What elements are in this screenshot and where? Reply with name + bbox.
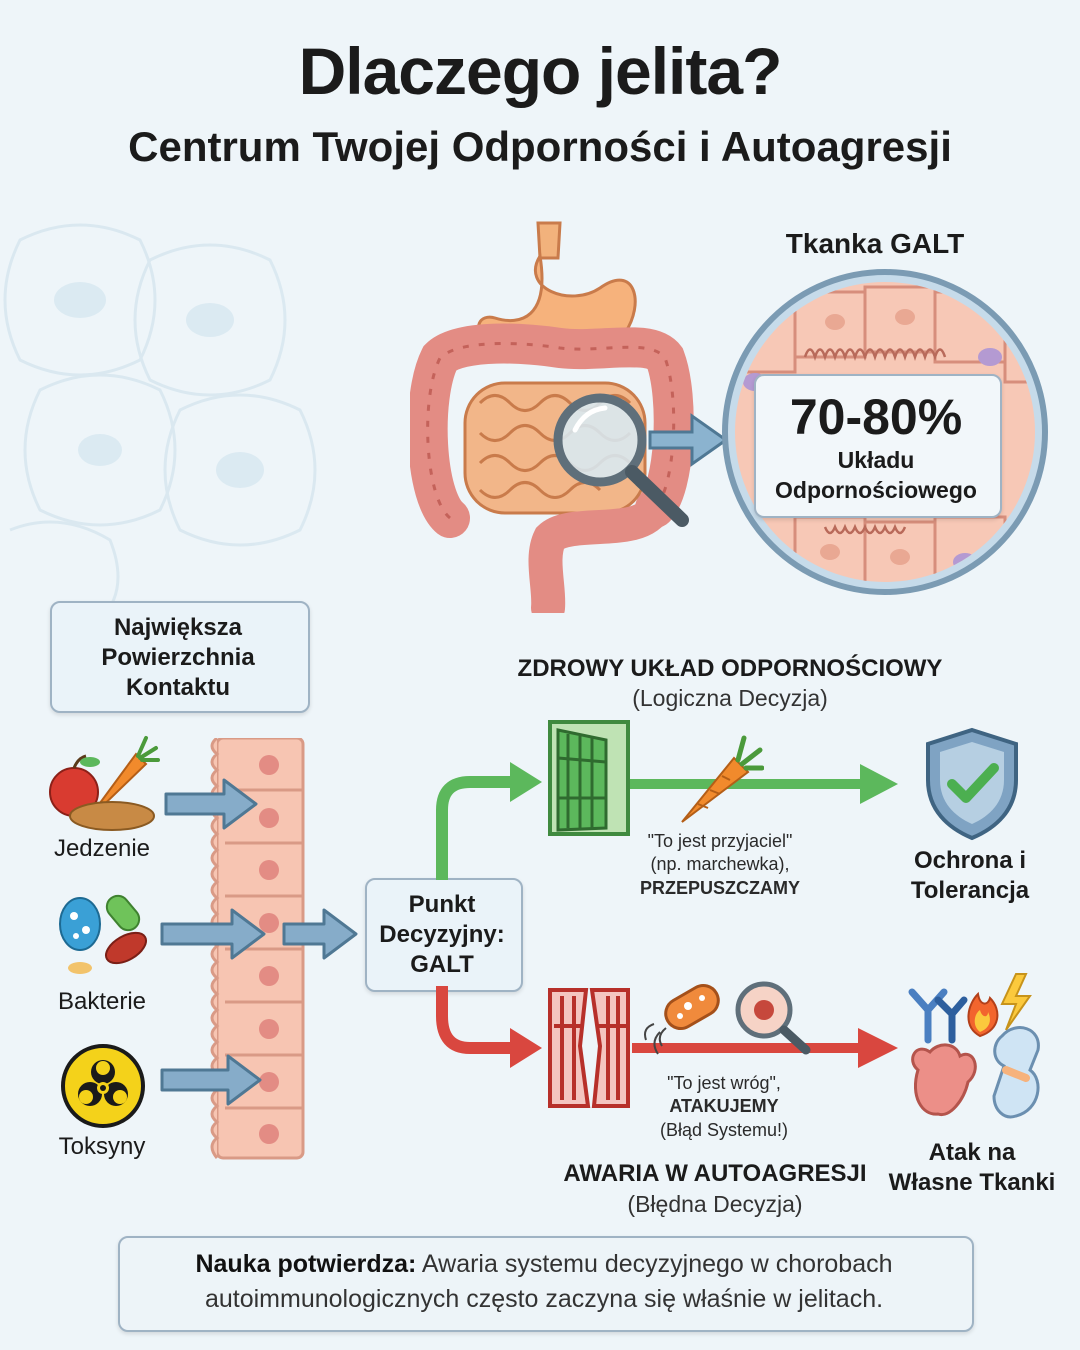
autoimmune-note-line3: (Błąd Systemu!)	[659, 1119, 789, 1140]
healthy-note-line3: PRZEPUSZCZAMY	[639, 877, 800, 898]
contact-surface-box	[50, 601, 310, 713]
bacteria-icon	[59, 894, 147, 974]
autoimmune-note-line1: "To jest wróg",	[667, 1073, 781, 1093]
toxins-label: Toksyny	[58, 1133, 146, 1160]
magnified-cell-icon	[735, 981, 811, 1055]
broken-gate-icon	[548, 988, 630, 1108]
toxins-arrow-icon	[160, 1054, 262, 1106]
contact-line2: Powierzchnia	[101, 644, 255, 671]
healthy-path-title: ZDROWY UKŁAD ODPORNOŚCIOWY	[517, 655, 943, 682]
autoimmune-outcome-line2: Własne Tkanki	[888, 1169, 1056, 1196]
healthy-note-line1: "To jest przyjaciel"	[647, 831, 793, 851]
science-note-line2: autoimmunologicznych często zaczyna się …	[204, 1285, 884, 1313]
tissue-attack-icon	[908, 973, 1040, 1119]
galt-percentage-label: Układu Odpornościowego	[754, 446, 998, 506]
page-subtitle: Centrum Twojej Odporności i Autoagresji	[128, 123, 952, 170]
autoimmune-path-subtitle: (Błędna Decyzja)	[627, 1191, 803, 1217]
autoimmune-outcome: Atak na Własne Tkanki	[880, 1138, 1064, 1198]
food-label: Jedzenie	[53, 835, 151, 862]
input-arrows	[160, 778, 358, 1106]
science-note-box	[118, 1236, 974, 1332]
contact-line3: Kontaktu	[126, 674, 230, 701]
science-note: Nauka potwierdza: Awaria systemu decyzyj…	[118, 1247, 970, 1317]
galt-label-line1: Układu	[837, 447, 915, 473]
autoimmune-note: "To jest wróg", ATAKUJEMY (Błąd Systemu!…	[624, 1072, 824, 1142]
healthy-path-arrows	[436, 762, 898, 880]
healthy-note: "To jest przyjaciel" (np. marchewka), PR…	[600, 830, 840, 900]
decision-line1: Punkt	[408, 891, 476, 918]
bacteria-arrow-icon	[160, 908, 266, 960]
zoom-arrow-icon	[648, 413, 729, 467]
autoimmune-outcome-line1: Atak na	[928, 1139, 1016, 1166]
autoimmune-path-arrows	[436, 986, 898, 1068]
decision-line3: GALT	[410, 951, 474, 978]
decision-line2: Decyzyjny:	[379, 921, 505, 948]
galt-percentage: 70-80%	[789, 389, 963, 445]
healthy-outcome-line1: Ochrona i	[913, 847, 1027, 874]
biohazard-icon	[61, 1044, 145, 1128]
digestive-system-illustration	[410, 221, 694, 613]
science-note-bold: Nauka potwierdza:	[195, 1250, 417, 1278]
bad-bacterium-icon	[644, 984, 720, 1055]
food-arrow-icon	[164, 778, 258, 830]
science-note-line1: Awaria systemu decyzyjnego w chorobach	[416, 1250, 893, 1278]
galt-label-line2: Odpornościowego	[775, 476, 977, 503]
autoimmune-path-title: AWARIA W AUTOAGRESJI	[563, 1160, 867, 1187]
autoimmune-note-line2: ATAKUJEMY	[669, 1096, 779, 1117]
carrot-icon	[681, 735, 764, 823]
wall-to-galt-arrow-icon	[282, 908, 358, 960]
galt-percentage-box	[754, 374, 1002, 518]
shield-check-icon	[926, 727, 1018, 841]
open-gate-icon	[548, 720, 630, 836]
bacteria-label: Bakterie	[57, 988, 147, 1015]
healthy-outcome-line2: Tolerancja	[910, 877, 1030, 904]
decision-point-label: Punkt Decyzyjny: GALT	[365, 890, 519, 980]
background-cells-decoration	[3, 223, 317, 620]
healthy-path-subtitle: (Logiczna Decyzja)	[632, 685, 828, 711]
page-title: Dlaczego jelita?	[298, 34, 783, 108]
galt-title: Tkanka GALT	[785, 228, 965, 259]
contact-line1: Największa	[113, 614, 243, 641]
food-icon	[49, 736, 160, 831]
contact-surface-label: Największa Powierzchnia Kontaktu	[50, 613, 306, 703]
decision-point-box	[365, 878, 523, 992]
healthy-note-line2: (np. marchewka),	[650, 854, 790, 875]
healthy-outcome: Ochrona i Tolerancja	[880, 846, 1060, 906]
